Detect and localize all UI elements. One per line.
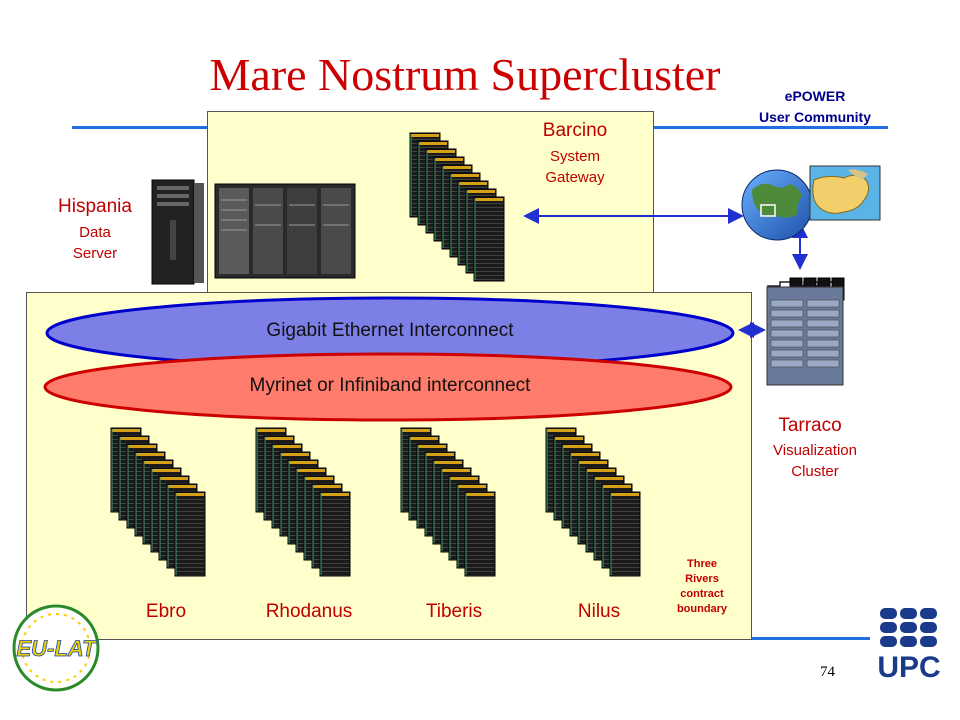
node-icon <box>770 349 804 358</box>
myrinet-label: Myrinet or Infiniband interconnect <box>249 375 531 396</box>
tiberis-rack-stack-icon <box>400 427 496 577</box>
epower-line1: ePOWER <box>784 88 846 104</box>
node-icon <box>770 359 804 368</box>
upc-logo-text: UPC <box>877 651 940 684</box>
myrinet-ellipse <box>43 352 733 422</box>
upc-dot <box>920 636 937 647</box>
rack-unit <box>464 491 496 577</box>
rack-unit <box>319 491 351 577</box>
upc-dot <box>900 622 917 633</box>
node-icon <box>770 299 804 308</box>
barcino-line1: System <box>549 148 600 165</box>
upc-dot <box>880 608 897 619</box>
upc-dot <box>920 608 937 619</box>
tarraco-line2: Cluster <box>791 463 839 480</box>
cluster-name-nilus: Nilus <box>577 601 621 622</box>
three-rivers-line3: contract <box>680 588 724 600</box>
upc-dot <box>900 608 917 619</box>
bottom-rule <box>750 637 870 640</box>
three-rivers-line1: Three <box>687 558 717 570</box>
hispania-desc: Data Server <box>40 222 150 264</box>
upc-dot <box>880 622 897 633</box>
node-icon <box>770 339 804 348</box>
ebro-rack-stack-icon <box>110 427 206 577</box>
node-icon <box>806 359 840 368</box>
barcino-line2: Gateway <box>545 169 605 186</box>
barcino-desc: System Gateway <box>520 146 630 188</box>
slide-title: Mare Nostrum Supercluster <box>209 49 721 100</box>
hispania-line1: Data <box>79 224 111 241</box>
tarraco-desc: Visualization Cluster <box>745 440 885 482</box>
gigabit-label: Gigabit Ethernet Interconnect <box>266 320 514 341</box>
barcino-rack-stack-icon <box>409 132 505 282</box>
eu-lat-logo-text: EU-LAT <box>16 636 97 661</box>
upc-logo: UPC <box>877 608 941 684</box>
tarraco-name: Tarraco <box>778 415 842 436</box>
rack-unit <box>174 491 206 577</box>
node-icon <box>806 339 840 348</box>
epower-line2: User Community <box>758 109 872 125</box>
node-icon <box>806 349 840 358</box>
three-rivers-line2: Rivers <box>685 573 719 585</box>
tarraco-cluster-icon <box>766 277 845 386</box>
hispania-name: Hispania <box>58 196 132 217</box>
node-icon <box>806 309 840 318</box>
upc-dot <box>920 622 937 633</box>
cluster-name-rhodanus: Rhodanus <box>265 601 353 622</box>
spain-map-icon <box>809 165 881 221</box>
nilus-rack-stack-icon <box>545 427 641 577</box>
barcino-name: Barcino <box>542 120 608 141</box>
node-icon <box>806 319 840 328</box>
cluster-name-tiberis: Tiberis <box>425 601 483 622</box>
node-icon <box>770 309 804 318</box>
upc-dot <box>900 636 917 647</box>
upc-dot <box>880 636 897 647</box>
eu-lat-logo: EU-LAT <box>12 604 100 692</box>
node-icon <box>806 329 840 338</box>
node-icon <box>770 319 804 328</box>
rack-unit <box>609 491 641 577</box>
rack-unit <box>473 196 505 282</box>
data-server-racks-icon <box>214 183 356 279</box>
globe-icon <box>741 169 813 241</box>
node-icon <box>806 299 840 308</box>
cluster-name-ebro: Ebro <box>145 601 187 622</box>
page-number: 74 <box>820 664 835 680</box>
hispania-line2: Server <box>72 245 118 262</box>
epower-label: ePOWER User Community <box>735 86 895 128</box>
three-rivers-line4: boundary <box>676 603 728 615</box>
node-icon <box>770 329 804 338</box>
tarraco-line1: Visualization <box>773 442 857 459</box>
three-rivers-label: Three Rivers contract boundary <box>662 557 742 617</box>
hispania-server-icon <box>151 179 204 285</box>
rhodanus-rack-stack-icon <box>255 427 351 577</box>
